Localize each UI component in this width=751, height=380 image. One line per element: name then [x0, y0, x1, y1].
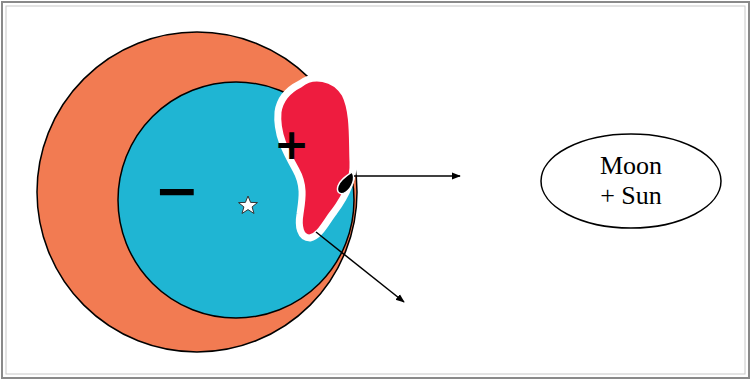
- charge-sign: −: [154, 164, 199, 218]
- body-ellipse: Moon + Sun: [540, 133, 722, 229]
- body-name: Moon + Sun: [596, 151, 666, 211]
- frame-inner: [6, 6, 745, 374]
- node-content: Moon + Sun: [540, 133, 722, 229]
- black-spot: [337, 172, 353, 194]
- force-arrow: [316, 232, 404, 302]
- ellipse-shape: [541, 134, 721, 228]
- charge-sign: +: [274, 124, 309, 166]
- force-arrow: [354, 175, 460, 177]
- outer-layer: [37, 32, 357, 352]
- center-star: [239, 196, 258, 214]
